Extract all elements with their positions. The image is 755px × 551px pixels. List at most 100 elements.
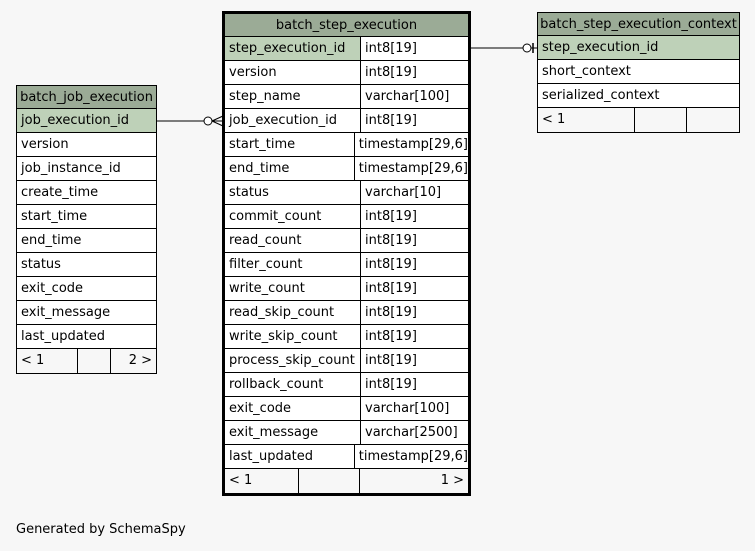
column-name: write_count (225, 277, 361, 300)
column-type: int8[19] (365, 329, 417, 344)
table-row: step_name varchar[100] (225, 85, 468, 109)
column-name: short_context (542, 64, 631, 79)
column-name: exit_code (21, 281, 84, 296)
table-row: exit_code (17, 277, 156, 301)
table-header[interactable]: batch_step_execution (225, 14, 468, 37)
column-type: timestamp[29,6] (358, 449, 468, 464)
table-row: start_time (17, 205, 156, 229)
table-footer: < 1 (538, 108, 739, 132)
table-row: short_context (538, 60, 739, 84)
column-name: create_time (21, 185, 99, 200)
table-row: process_skip_count int8[19] (225, 349, 468, 373)
column-name: read_count (225, 229, 361, 252)
column-name: step_name (225, 85, 361, 108)
table-footer: < 1 2 > (17, 349, 156, 373)
column-name: process_skip_count (225, 349, 361, 372)
column-name: status (225, 181, 361, 204)
column-name: rollback_count (225, 373, 361, 396)
table-row: serialized_context (538, 84, 739, 108)
column-type: int8[19] (365, 377, 417, 392)
column-name: start_time (225, 133, 355, 156)
relationship-job-to-step (157, 115, 224, 127)
column-name: filter_count (225, 253, 361, 276)
relationship-step-to-context (470, 43, 538, 53)
column-type: varchar[100] (365, 89, 450, 104)
column-type: timestamp[29,6] (358, 161, 468, 176)
column-name: step_execution_id (542, 40, 659, 55)
column-name: step_execution_id (225, 37, 361, 60)
footer-right (687, 108, 739, 132)
table-row: commit_count int8[19] (225, 205, 468, 229)
table-row: version int8[19] (225, 61, 468, 85)
table-row: job_instance_id (17, 157, 156, 181)
table-row: read_count int8[19] (225, 229, 468, 253)
column-name: exit_code (225, 397, 361, 420)
footer-right: 1 > (440, 473, 464, 488)
column-type: int8[19] (365, 209, 417, 224)
table-header[interactable]: batch_job_execution (17, 86, 156, 109)
column-type: varchar[10] (365, 185, 442, 200)
column-type: timestamp[29,6] (358, 137, 468, 152)
table-row-pk: job_execution_id (17, 109, 156, 133)
column-name: end_time (225, 157, 355, 180)
table-batch-job-execution[interactable]: batch_job_execution job_execution_id ver… (16, 85, 157, 374)
table-row: exit_message (17, 301, 156, 325)
footer-left: < 1 (17, 349, 78, 373)
column-name: exit_message (21, 305, 111, 320)
column-type: varchar[2500] (365, 425, 458, 440)
table-row: version (17, 133, 156, 157)
column-type: int8[19] (365, 281, 417, 296)
column-type: int8[19] (365, 65, 417, 80)
table-row: status varchar[10] (225, 181, 468, 205)
column-name: write_skip_count (225, 325, 361, 348)
column-name: job_instance_id (21, 161, 121, 176)
column-name: last_updated (225, 445, 355, 468)
column-name: version (21, 137, 69, 152)
column-name: end_time (21, 233, 82, 248)
column-type: int8[19] (365, 305, 417, 320)
table-row: write_count int8[19] (225, 277, 468, 301)
table-row: end_time (17, 229, 156, 253)
generated-by-label: Generated by SchemaSpy (16, 522, 186, 537)
column-name: status (21, 257, 61, 272)
column-name: serialized_context (542, 88, 660, 103)
table-row: write_skip_count int8[19] (225, 325, 468, 349)
column-type: int8[19] (365, 233, 417, 248)
column-type: int8[19] (365, 41, 417, 56)
table-row: read_skip_count int8[19] (225, 301, 468, 325)
column-name: job_execution_id (21, 113, 130, 128)
column-name: job_execution_id (225, 109, 361, 132)
table-batch-step-execution-context[interactable]: batch_step_execution_context step_execut… (537, 12, 740, 133)
column-name: commit_count (225, 205, 361, 228)
table-row: exit_message varchar[2500] (225, 421, 468, 445)
column-type: varchar[100] (365, 401, 450, 416)
table-footer: < 1 1 > (225, 469, 468, 493)
column-name: version (225, 61, 361, 84)
footer-left: < 1 (538, 108, 635, 132)
column-name: start_time (21, 209, 88, 224)
column-name: read_skip_count (225, 301, 361, 324)
column-type: int8[19] (365, 353, 417, 368)
table-header[interactable]: batch_step_execution_context (538, 13, 739, 36)
table-row-pk: step_execution_id int8[19] (225, 37, 468, 61)
column-name: exit_message (225, 421, 361, 444)
column-type: int8[19] (365, 113, 417, 128)
column-type: int8[19] (365, 257, 417, 272)
footer-mid (635, 108, 687, 132)
table-row-pk: step_execution_id (538, 36, 739, 60)
footer-right: 2 > (128, 353, 152, 368)
table-row: job_execution_id int8[19] (225, 109, 468, 133)
footer-left: < 1 (225, 469, 299, 493)
table-row: create_time (17, 181, 156, 205)
table-row: filter_count int8[19] (225, 253, 468, 277)
table-row: status (17, 253, 156, 277)
footer-mid (299, 469, 360, 493)
column-name: last_updated (21, 329, 106, 344)
table-row: last_updated (17, 325, 156, 349)
table-row: rollback_count int8[19] (225, 373, 468, 397)
